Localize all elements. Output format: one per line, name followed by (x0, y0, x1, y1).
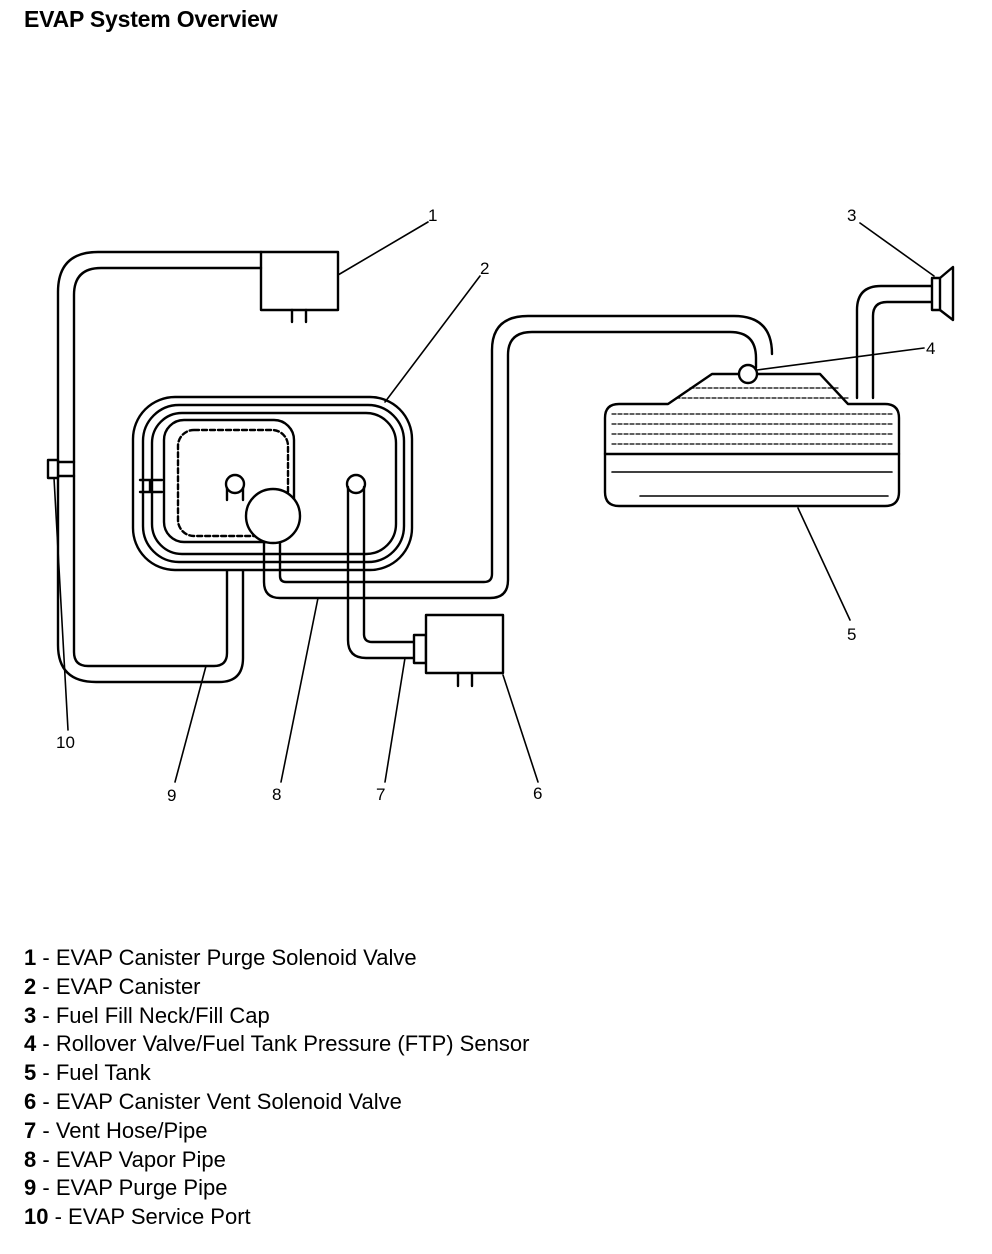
legend-number: 3 (24, 1002, 37, 1028)
purge-solenoid-valve (259, 250, 340, 324)
legend-separator: - (36, 1175, 56, 1201)
legend-number: 1 (24, 945, 37, 970)
legend-item: 9 - EVAP Purge Pipe (24, 1174, 529, 1203)
legend-separator: - (36, 1031, 56, 1057)
legend-number: 2 (24, 973, 37, 999)
vent-solenoid-valve (412, 613, 505, 688)
legend-item: 2 - EVAP Canister (24, 973, 529, 1002)
page-title: EVAP System Overview (24, 6, 278, 32)
legend-separator: - (36, 973, 56, 999)
legend-number: 8 (24, 1146, 37, 1172)
purge-pipe (56, 250, 263, 684)
legend-label: EVAP Vapor Pipe (55, 1146, 226, 1172)
legend-label: Vent Hose/Pipe (55, 1117, 208, 1143)
callout-4: 4 (926, 339, 935, 358)
callout-5: 5 (847, 625, 856, 644)
canister-center-fitting (244, 487, 302, 545)
legend-label: EVAP Canister Purge Solenoid Valve (55, 945, 417, 970)
fuel-fill-neck (855, 265, 955, 400)
callout-8: 8 (272, 785, 281, 804)
legend-item: 7 - Vent Hose/Pipe (24, 1117, 529, 1146)
vent-hose-pipe (346, 485, 416, 660)
legend-number: 9 (24, 1175, 37, 1201)
legend-number: 4 (24, 1031, 37, 1057)
legend-separator: - (36, 1146, 56, 1172)
legend-item: 3 - Fuel Fill Neck/Fill Cap (24, 1002, 529, 1031)
leader-lines (53, 221, 935, 783)
callout-7: 7 (376, 785, 385, 804)
legend-label: Fuel Fill Neck/Fill Cap (55, 1002, 270, 1028)
vapor-pipe (262, 314, 774, 600)
service-port (46, 458, 76, 480)
legend-label: Fuel Tank (55, 1060, 151, 1086)
fuel-tank (603, 372, 901, 508)
legend-item: 6 - EVAP Canister Vent Solenoid Valve (24, 1088, 529, 1117)
canister-ports (224, 473, 367, 502)
callout-2: 2 (480, 259, 489, 278)
legend-item: 10 - EVAP Service Port (24, 1203, 529, 1232)
legend-number: 7 (24, 1117, 37, 1143)
callout-1: 1 (428, 206, 437, 225)
legend-label: Rollover Valve/Fuel Tank Pressure (FTP) … (55, 1031, 530, 1057)
legend-separator: - (36, 945, 56, 970)
legend-item: 5 - Fuel Tank (24, 1059, 529, 1088)
legend-separator: - (36, 1117, 56, 1143)
legend-separator: - (36, 1060, 56, 1086)
legend-number: 5 (24, 1060, 37, 1086)
legend-label: EVAP Purge Pipe (55, 1175, 228, 1201)
evap-canister (131, 395, 414, 572)
callout-9: 9 (167, 786, 176, 805)
legend-item: 4 - Rollover Valve/Fuel Tank Pressure (F… (24, 1030, 529, 1059)
legend-label: EVAP Canister (55, 973, 201, 999)
legend: 1 - EVAP Canister Purge Solenoid Valve 2… (24, 944, 529, 1232)
legend-item: 8 - EVAP Vapor Pipe (24, 1146, 529, 1175)
legend-separator: - (48, 1204, 69, 1230)
legend-separator: - (36, 1088, 56, 1114)
legend-number: 10 (24, 1204, 49, 1230)
evap-system-diagram: 1 2 3 4 5 6 7 8 9 10 (46, 206, 955, 805)
rollover-valve-ftp-sensor (737, 363, 759, 385)
legend-label: EVAP Service Port (68, 1204, 251, 1230)
callout-3: 3 (847, 206, 856, 225)
legend-item: 1 - EVAP Canister Purge Solenoid Valve (24, 944, 529, 973)
callout-10: 10 (56, 733, 75, 752)
callout-6: 6 (533, 784, 542, 803)
legend-separator: - (36, 1002, 56, 1028)
legend-number: 6 (24, 1088, 37, 1114)
legend-label: EVAP Canister Vent Solenoid Valve (55, 1088, 402, 1114)
